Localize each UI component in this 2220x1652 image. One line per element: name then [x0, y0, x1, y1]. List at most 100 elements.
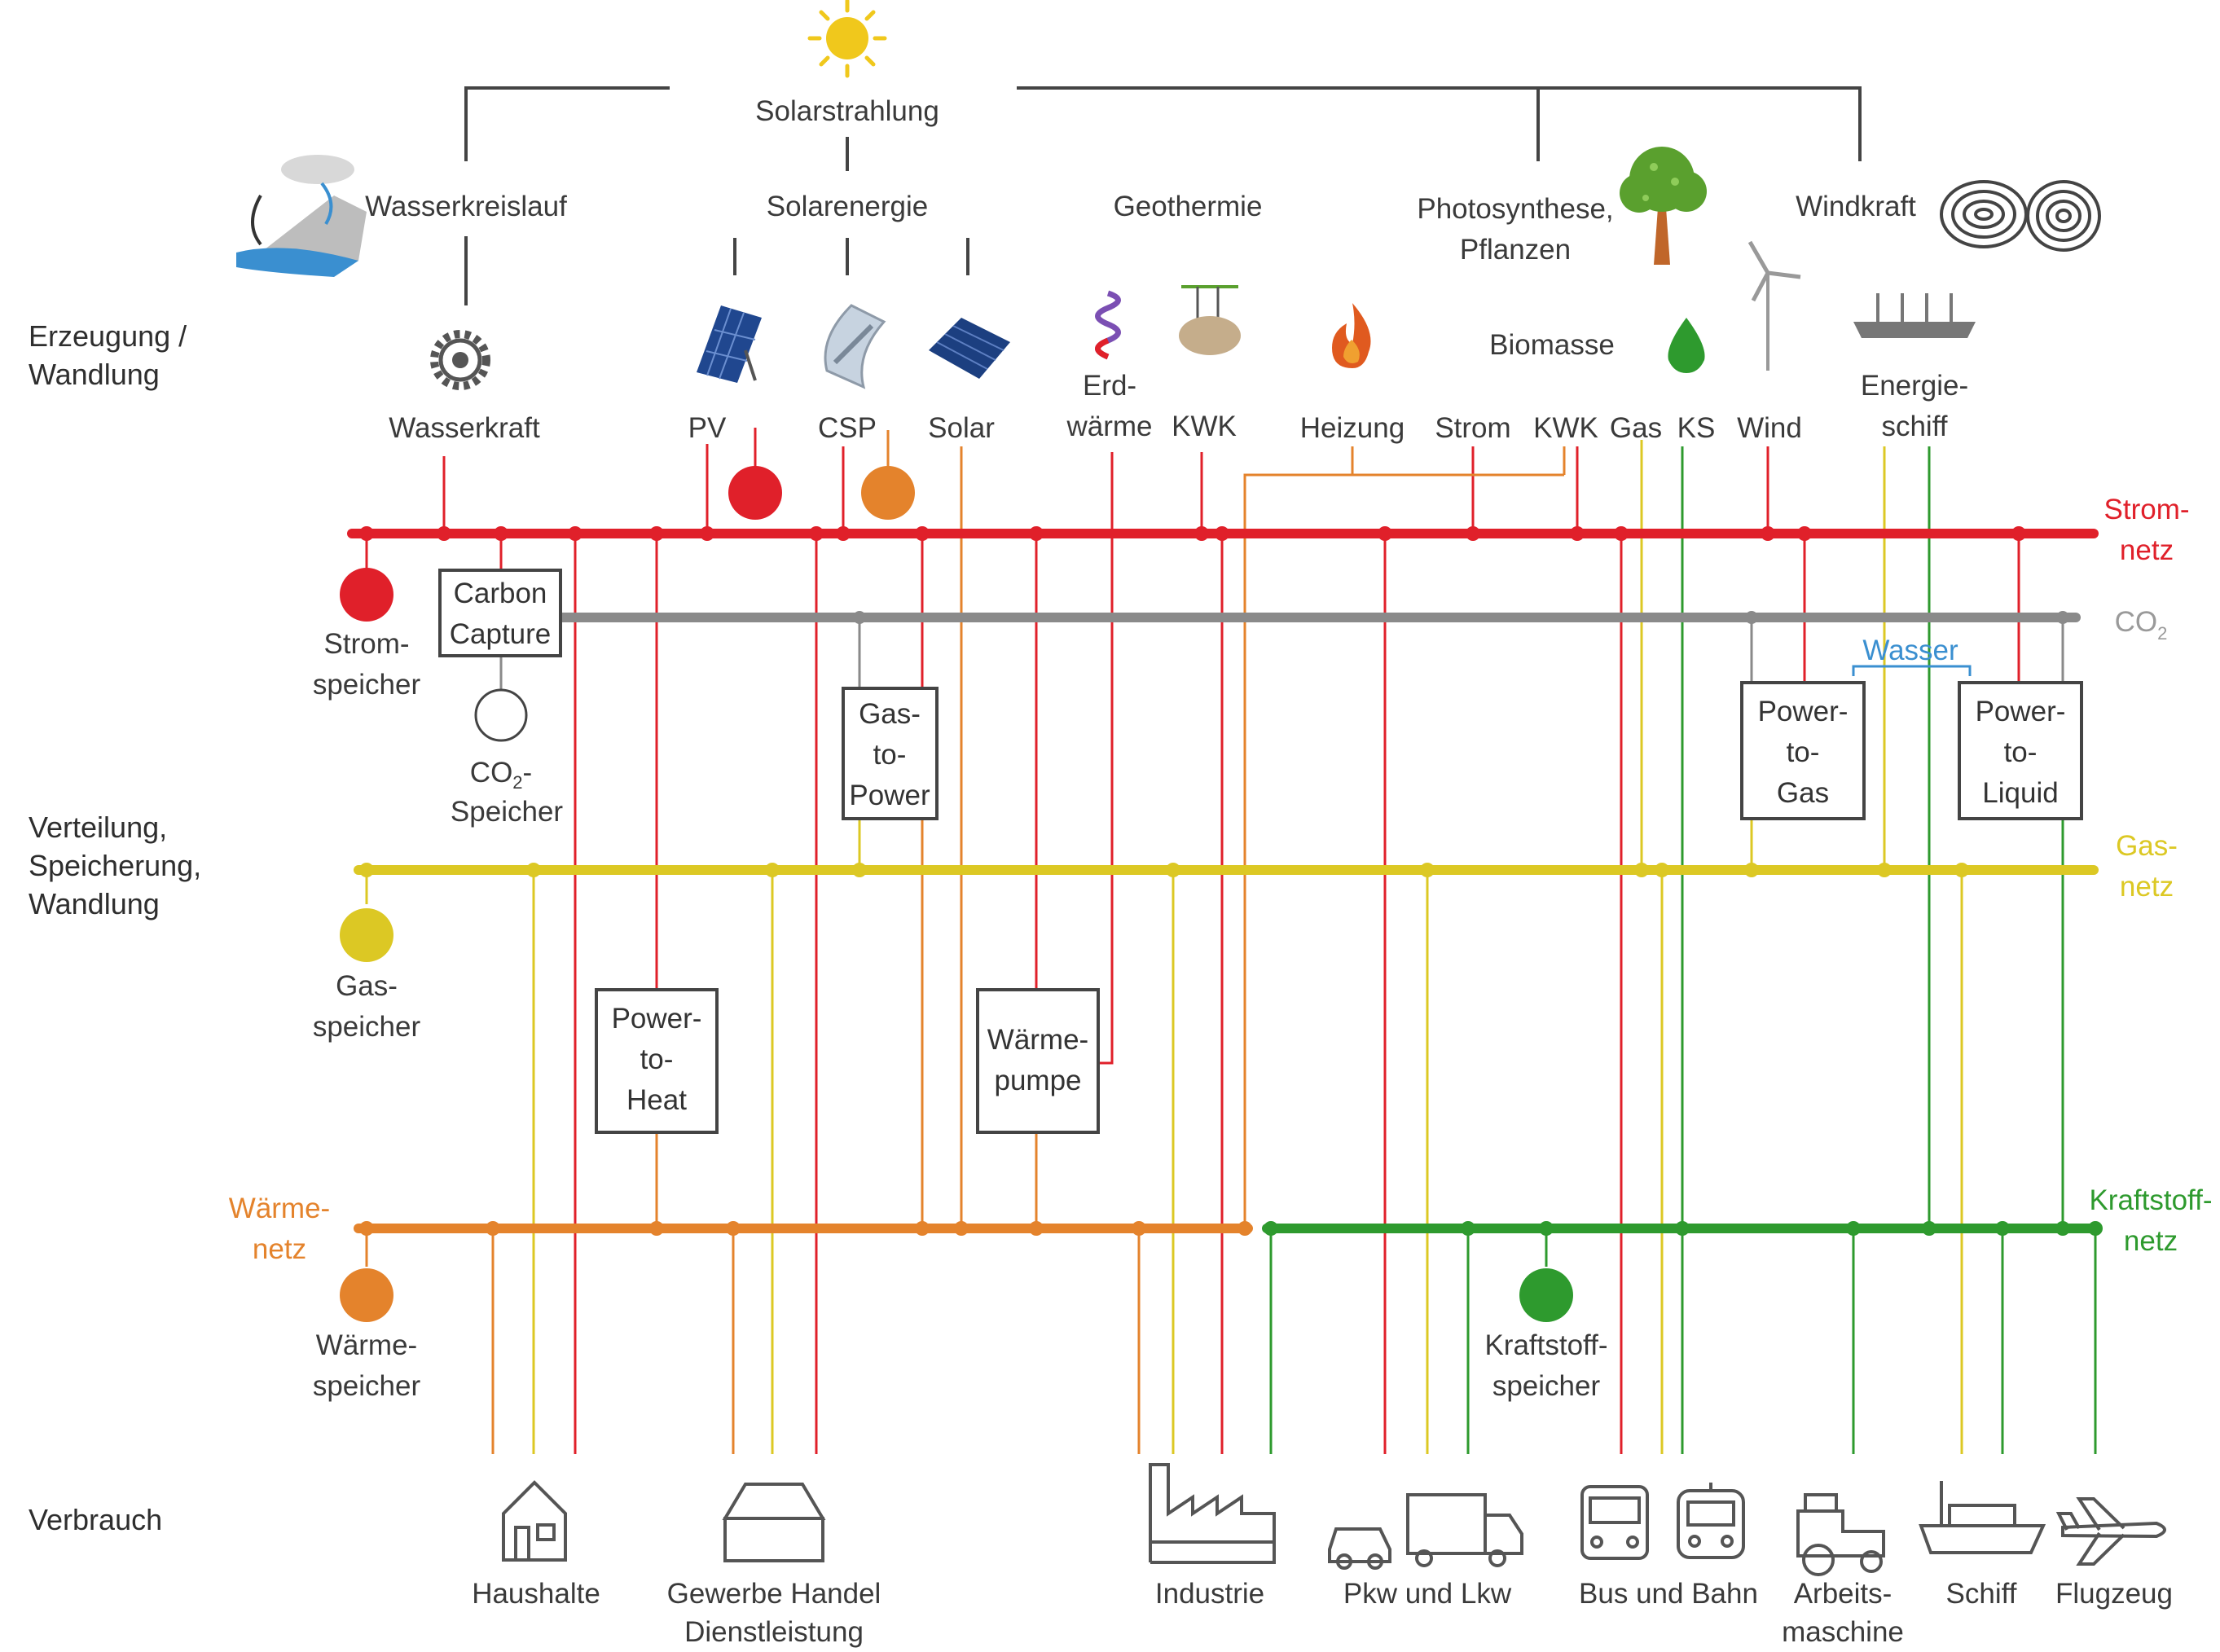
side-erzeugung-2: Wandlung [29, 358, 160, 391]
strom-gen-label: Strom [1435, 412, 1510, 444]
erdwaerme-label-2: wärme [1066, 411, 1152, 442]
kraftstoffspeicher-label-2: speicher [1492, 1370, 1601, 1402]
solar-collector-icon [929, 318, 1010, 379]
wind-label: Wind [1737, 412, 1802, 444]
schiff-label: Schiff [1946, 1578, 2017, 1610]
p2h-line2: to- [640, 1043, 674, 1075]
geothermie-label: Geothermie [1114, 191, 1263, 222]
heizung-label: Heizung [1300, 412, 1405, 444]
converter-power-to-heat: Power- to- Heat [595, 988, 719, 1134]
biomasse-label: Biomasse [1489, 329, 1615, 361]
stromspeicher-label-2: speicher [313, 669, 421, 701]
co2-speicher-label-1: CO2- [470, 757, 532, 793]
network-labels: Strom- netz CO2 Gas- netz Wärme- netz Kr… [229, 494, 2213, 1265]
g2p-line3: Power [849, 780, 930, 811]
waermespeicher-node [340, 1268, 393, 1322]
waermepumpe-line1: Wärme- [987, 1024, 1088, 1056]
bus-icon [1580, 1485, 1649, 1560]
side-labels: Erzeugung / Wandlung Verteilung, Speiche… [29, 319, 201, 1536]
arbeitsmaschine-label-2: maschine [1782, 1616, 1904, 1648]
gewerbe-label-2: Dienstleistung [684, 1616, 864, 1648]
tractor-icon [1796, 1493, 1885, 1576]
source-tree [464, 86, 1862, 305]
kraftstoffspeicher-label-1: Kraftstoff- [1484, 1329, 1607, 1361]
pv-panel-icon [697, 305, 762, 383]
stromnetz-label-1: Strom- [2104, 494, 2190, 525]
drop-icon [1668, 318, 1705, 373]
p2l-line2: to- [2004, 736, 2038, 768]
car-icon [1328, 1527, 1391, 1570]
consumer-labels: Haushalte Gewerbe Handel Dienstleistung … [472, 1578, 2173, 1648]
photosynthese-label-1: Photosynthese, [1417, 193, 1613, 225]
storage-labels: Strom- speicher CO2- Speicher Gas- speic… [313, 628, 1608, 1402]
windkraft-label: Windkraft [1796, 191, 1916, 222]
erdwaerme-label-1: Erd- [1083, 370, 1136, 402]
p2g-line1: Power- [1758, 696, 1849, 727]
flugzeug-label: Flugzeug [2055, 1578, 2173, 1610]
line-erdwaerme-waermepumpe [1092, 452, 1114, 1065]
side-verteilung-1: Verteilung, [29, 811, 167, 844]
stromnetz-label-2: netz [2120, 534, 2174, 566]
co2-speicher-node [474, 688, 528, 742]
csp-mirror-icon [824, 304, 886, 389]
junction-dots [359, 526, 2103, 1236]
waermespeicher-label-2: speicher [313, 1370, 421, 1402]
wasser-label: Wasser [1862, 635, 1958, 666]
gewerbe-label-1: Gewerbe Handel [667, 1578, 881, 1610]
stromspeicher-node [340, 568, 393, 622]
sun-icon [807, 0, 887, 78]
water-cycle-icon [236, 155, 367, 277]
converter-carbon-capture: Carbon Capture [438, 569, 562, 657]
wind-turbine-icon [1747, 240, 1801, 371]
p2g-line3: Gas [1777, 777, 1829, 809]
airplane-icon [2055, 1497, 2166, 1566]
p2h-line1: Power- [612, 1003, 702, 1035]
p2l-line1: Power- [1976, 696, 2066, 727]
tree-right-branch [1017, 86, 1862, 161]
g2p-line2: to- [873, 739, 907, 771]
kraftstoffnetz-label-1: Kraftstoff- [2089, 1184, 2212, 1216]
tree-icon [1620, 147, 1707, 265]
kwk-bio-label: KWK [1533, 412, 1598, 444]
waermenetz-label-1: Wärme- [229, 1193, 330, 1224]
g2p-line1: Gas- [859, 698, 921, 730]
csp-speicher-node [861, 466, 915, 520]
gasnetz-label-1: Gas- [2116, 830, 2178, 862]
carbon-capture-line1: Carbon [454, 578, 547, 609]
chp-plant-icon [1179, 285, 1241, 355]
waermenetz-label-2: netz [253, 1233, 306, 1265]
industrie-label: Industrie [1155, 1578, 1264, 1610]
side-verteilung-2: Speicherung, [29, 849, 201, 882]
pkw-lkw-label: Pkw und Lkw [1343, 1578, 1512, 1610]
converter-waermepumpe: Wärme- pumpe [976, 988, 1100, 1134]
gasspeicher-node [340, 908, 393, 962]
wasserkraft-label: Wasserkraft [389, 412, 540, 444]
geothermal-coil-icon [1095, 290, 1121, 360]
p2h-line3: Heat [626, 1084, 687, 1116]
wasserkreislauf-label: Wasserkreislauf [365, 191, 567, 222]
energieschiff-label-2: schiff [1881, 411, 1947, 442]
side-verbrauch: Verbrauch [29, 1503, 162, 1536]
converter-power-to-liquid: Power- to- Liquid [1958, 681, 2083, 820]
energieschiff-label-1: Energie- [1861, 370, 1968, 402]
carbon-capture-line2: Capture [450, 618, 552, 650]
energy-ship-icon [1853, 293, 1976, 338]
waermespeicher-label-1: Wärme- [316, 1329, 417, 1361]
connection-lines [365, 428, 2097, 1454]
p2g-line2: to- [1787, 736, 1820, 768]
ks-label: KS [1677, 412, 1716, 444]
kwk-geo-label: KWK [1172, 411, 1237, 442]
source-labels: Solarstrahlung Wasserkreislauf Solarener… [365, 95, 1916, 361]
line-wasser-bracket [1852, 665, 1972, 676]
bus-bahn-label: Bus und Bahn [1579, 1578, 1758, 1610]
ship-icon [1919, 1481, 2046, 1554]
pv-label: PV [688, 412, 727, 444]
shop-icon [722, 1483, 826, 1562]
side-erzeugung-1: Erzeugung / [29, 319, 187, 353]
storage-nodes [340, 466, 1573, 1322]
gas-gen-label: Gas [1610, 412, 1662, 444]
kraftstoffspeicher-node [1519, 1268, 1573, 1322]
co2-speicher-label-2: Speicher [451, 796, 563, 828]
solarenergie-label: Solarenergie [767, 191, 928, 222]
